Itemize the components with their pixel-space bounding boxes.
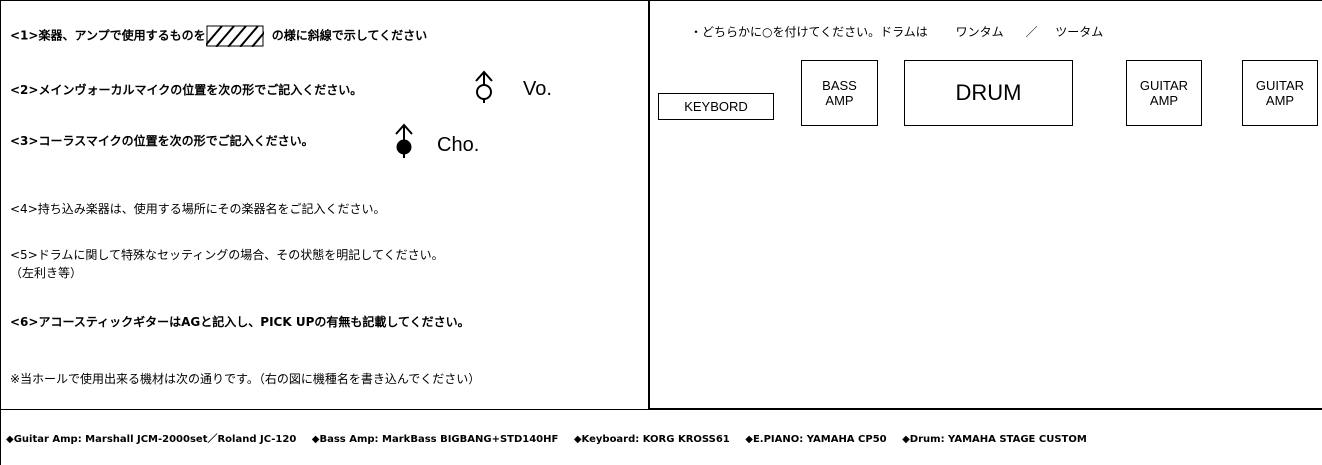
equipment-note: ※当ホールで使用出来る機材は次の通りです。（右の図に機種名を書き込んでください） [10, 372, 481, 386]
main-vocal-mic-icon [475, 70, 493, 103]
guitar-amp-box-1[interactable]: GUITAR AMP [1126, 60, 1202, 126]
guitar-amp-2-label-line-2: AMP [1265, 93, 1295, 108]
drum-tom-selection: ・どちらかに○を付けてください。ドラムは ワンタム ／ ツータム [690, 23, 1103, 40]
instruction-5-line-1: <5>ドラムに関して特殊なセッティングの場合、その状態を明記してください。 [10, 248, 444, 262]
instructions-panel: <1>楽器、アンプで使用するものを の様に斜線で示してください <2>メインヴォ… [0, 0, 648, 410]
instruction-3: <3>コーラスマイクの位置を次の形でご記入ください。 [10, 134, 314, 148]
instruction-1-prefix: <1>楽器、アンプで使用するものを [10, 28, 206, 43]
chorus-mic-icon [395, 123, 413, 158]
chorus-label: Cho. [437, 134, 480, 156]
instruction-2: <2>メインヴォーカルマイクの位置を次の形でご記入ください。 [10, 83, 363, 97]
keyboard-label: KEYBORD [684, 99, 748, 114]
footer-epiano: ◆E.PIANO: YAMAHA CP50 [745, 434, 887, 445]
drum-option-separator: ／ [1025, 25, 1038, 39]
bass-amp-label-line-2: AMP [825, 93, 854, 108]
stage-plot-area[interactable]: ・どちらかに○を付けてください。ドラムは ワンタム ／ ツータム KEYBORD… [648, 0, 1322, 410]
instruction-4: <4>持ち込み楽器は、使用する場所にその楽器名をご記入ください。 [10, 202, 386, 216]
instruction-1: <1>楽器、アンプで使用するものを の様に斜線で示してください [10, 25, 427, 47]
footer-keyboard: ◆Keyboard: KORG KROSS61 [573, 434, 730, 445]
drum-box[interactable]: DRUM [904, 60, 1073, 126]
hatch-example-icon [205, 25, 264, 47]
instruction-1-suffix: の様に斜線で示してください [267, 28, 428, 43]
guitar-amp-1-label-line-1: GUITAR [1139, 78, 1189, 93]
footer-bass-amp: ◆Bass Amp: MarkBass BIGBANG+STD140HF [311, 434, 559, 445]
left-panel-bottom-border [0, 409, 648, 410]
top-border [0, 0, 1322, 1]
instruction-6: <6>アコースティックギターはAGと記入し、PICK UPの有無も記載してくださ… [10, 315, 470, 329]
bass-amp-box[interactable]: BASS AMP [801, 60, 878, 126]
guitar-amp-box-2[interactable]: GUITAR AMP [1242, 60, 1318, 126]
drum-option-one-tom[interactable]: ワンタム [955, 25, 1004, 39]
guitar-amp-1-label-line-2: AMP [1149, 93, 1179, 108]
keyboard-box[interactable]: KEYBORD [658, 93, 774, 120]
footer-guitar-amp: ◆Guitar Amp: Marshall JCM-2000set／Roland… [6, 434, 297, 445]
guitar-amp-2-label-line-1: GUITAR [1255, 78, 1305, 93]
instruction-5-line-2: （左利き等） [10, 266, 83, 280]
available-equipment-list: ◆Guitar Amp: Marshall JCM-2000set／Roland… [6, 430, 1099, 445]
footer-drum: ◆Drum: YAMAHA STAGE CUSTOM [902, 434, 1087, 445]
bass-amp-label-line-1: BASS [822, 78, 857, 93]
drum-option-two-tom[interactable]: ツータム [1055, 25, 1104, 39]
main-vocal-label: Vo. [523, 78, 552, 100]
drum-note-prefix: ・どちらかに○を付けてください。ドラムは [690, 25, 928, 39]
drum-label: DRUM [955, 80, 1022, 105]
